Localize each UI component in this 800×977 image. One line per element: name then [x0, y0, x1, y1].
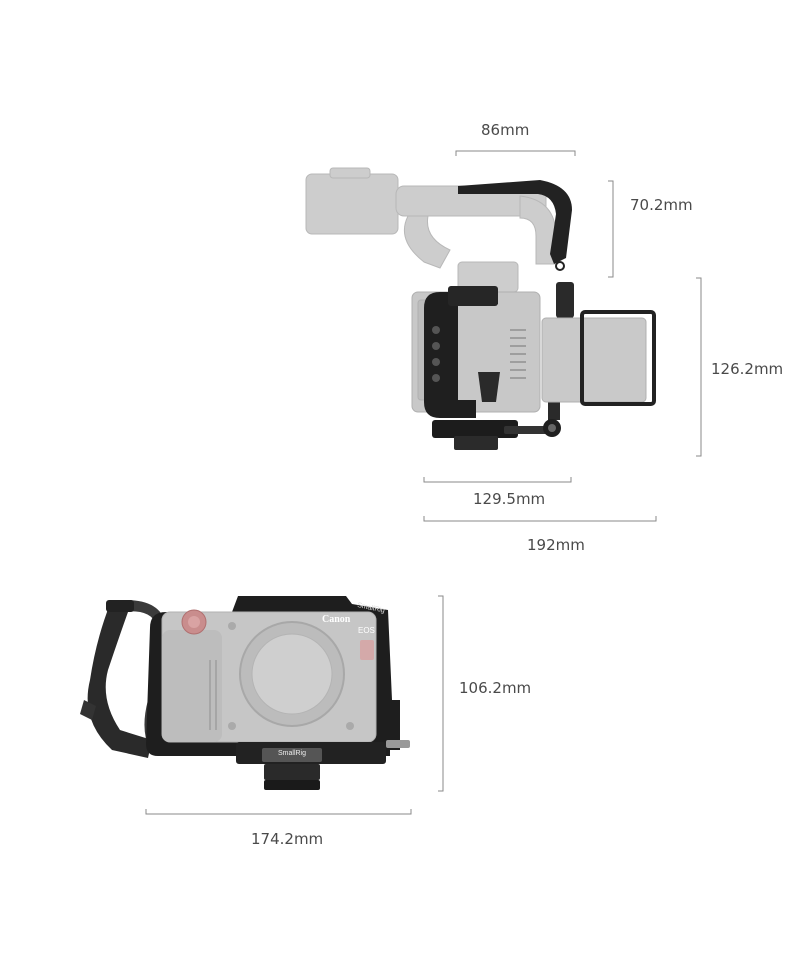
- dim-label-174-2mm: 174.2mm: [251, 830, 324, 848]
- front-rig-illustration: [80, 596, 410, 790]
- dim-line-129: [423, 477, 572, 483]
- cage-side-frame: [424, 292, 498, 418]
- dim-label-106-2mm: 106.2mm: [459, 679, 532, 697]
- monitor-cage: [580, 310, 656, 406]
- camera-top-handle: [305, 167, 557, 293]
- top-rig-illustration: [305, 167, 656, 450]
- camera-model-mark: EOS: [358, 626, 375, 635]
- dim-label-129-5mm: 129.5mm: [473, 490, 546, 508]
- monitor-screen: [541, 317, 647, 403]
- black-top-handle: [458, 180, 572, 264]
- dim-line-192: [423, 516, 657, 522]
- dim-line-86: [455, 150, 576, 156]
- dim-label-126-2mm: 126.2mm: [711, 360, 784, 378]
- dim-line-126: [696, 277, 702, 457]
- dim-line-174: [145, 809, 412, 815]
- camera-vents: [510, 329, 526, 379]
- quick-release-plate: [262, 748, 322, 762]
- top-dimension-lines: [423, 150, 702, 522]
- dim-line-106: [438, 595, 444, 792]
- front-dimension-lines: [145, 595, 444, 815]
- camera-brand-mark: Canon: [322, 614, 351, 625]
- hand-strap: [87, 604, 152, 758]
- dim-line-70: [608, 180, 614, 278]
- dim-label-192mm: 192mm: [527, 536, 585, 554]
- dim-label-86mm: 86mm: [481, 121, 530, 139]
- dim-label-70-2mm: 70.2mm: [630, 196, 693, 214]
- rig-brand-mark-plate: SmallRig: [278, 750, 307, 757]
